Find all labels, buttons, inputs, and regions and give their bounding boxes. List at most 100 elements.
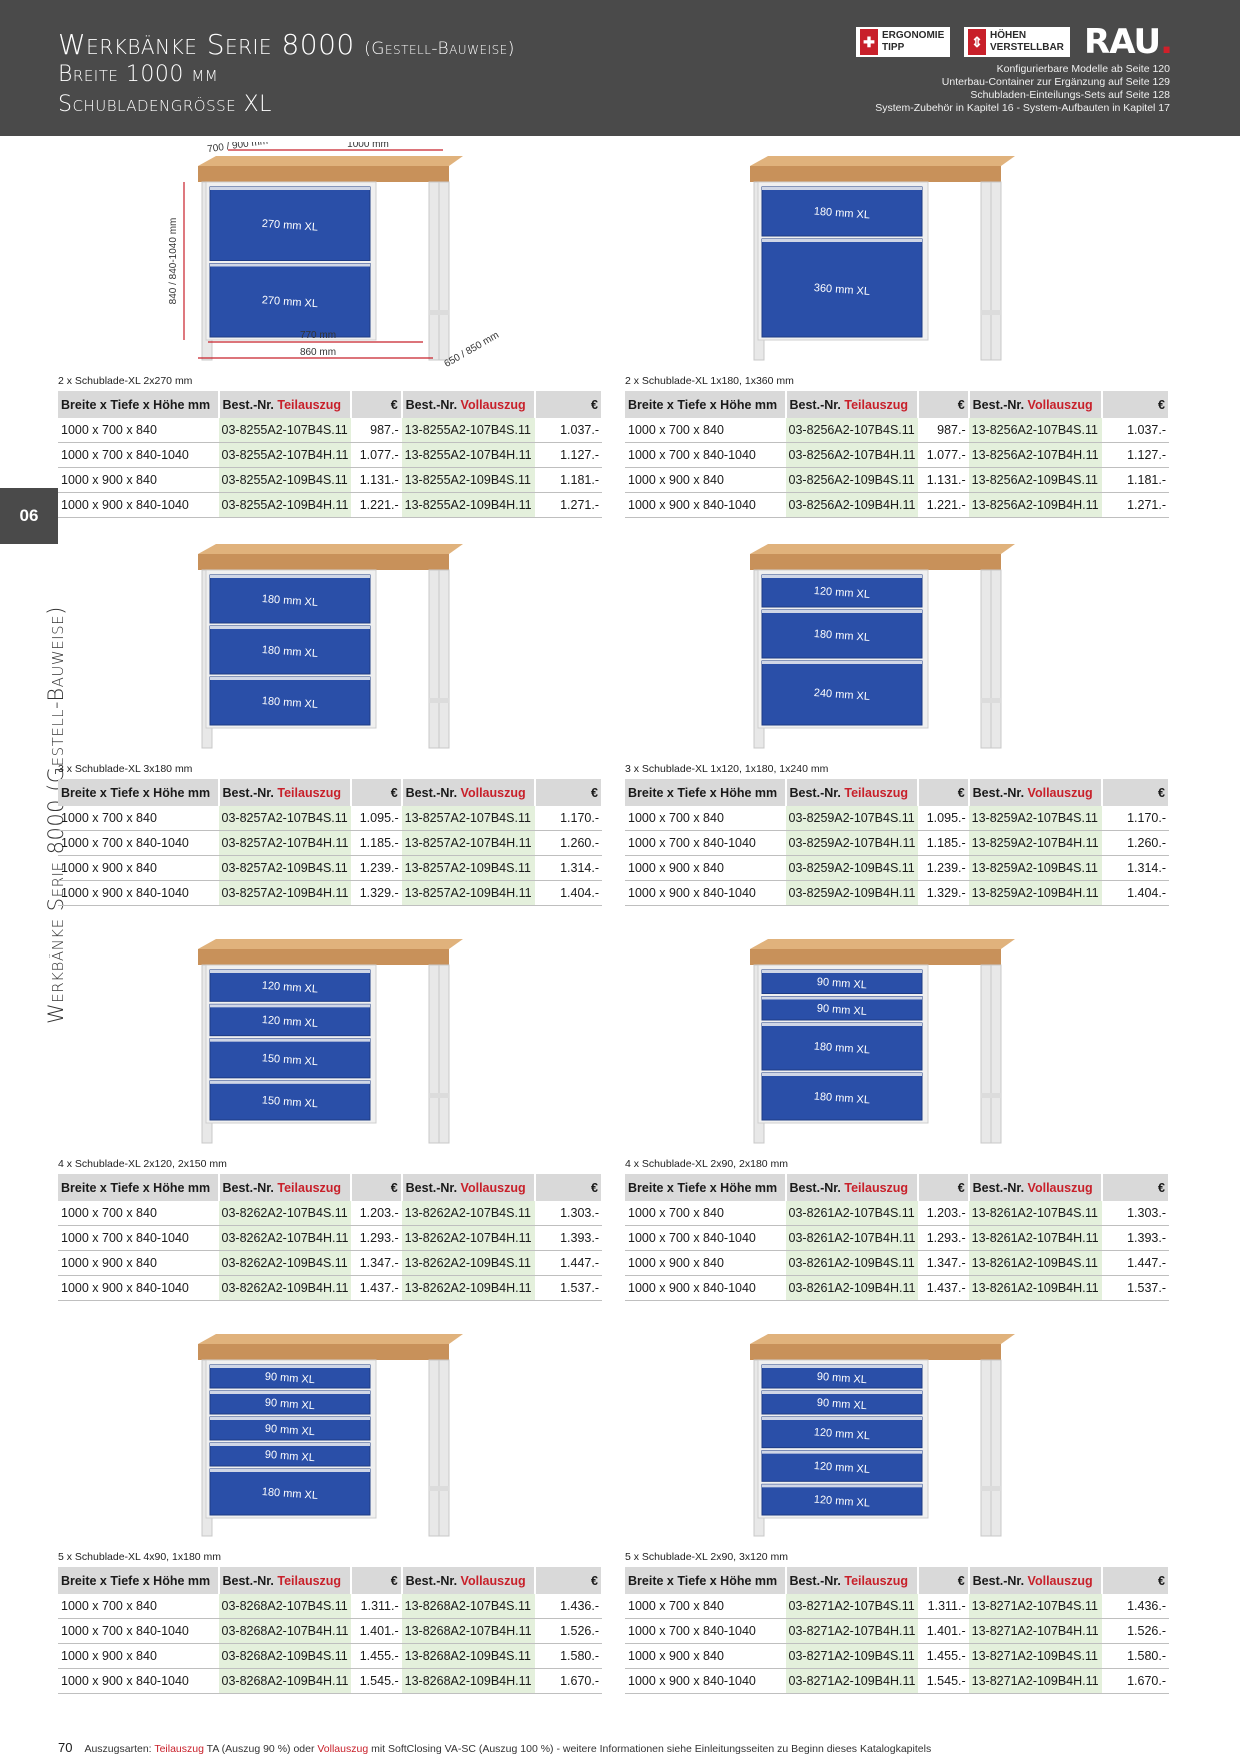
col-dimensions: Breite x Tiefe x Höhe mm — [625, 1567, 787, 1594]
drawer-front — [761, 660, 923, 726]
cell-dimensions: 1000 x 700 x 840 — [625, 418, 786, 443]
cell-order-nr-voll: 13-8259A2-107B4H.11 — [968, 830, 1102, 856]
cell-price-voll: 1.526.- — [534, 1618, 602, 1644]
frame-strut — [981, 698, 1001, 703]
cell-order-nr-teil: 03-8256A2-107B4S.11 — [785, 418, 919, 443]
page-title: Werkbänke Serie 8000 (Gestell-Bauweise) — [58, 28, 515, 61]
page-title-suffix: (Gestell-Bauweise) — [364, 39, 515, 59]
drawer-handle — [210, 1417, 370, 1420]
drawer-front — [209, 969, 371, 1002]
cell-dimensions: 1000 x 900 x 840-1040 — [58, 1275, 219, 1301]
worktop — [750, 1344, 1001, 1360]
ergonomie-badge-label: ERGONOMIE TIPP — [882, 30, 945, 53]
table-header-row: Breite x Tiefe x Höhe mm Best.-Nr. Teila… — [58, 1174, 604, 1201]
drawer-handle — [762, 187, 922, 190]
cell-order-nr-voll: 13-8255A2-109B4S.11 — [401, 467, 535, 493]
product-caption: 3 x Schublade-XL 1x120, 1x180, 1x240 mm — [625, 763, 829, 775]
drawer: 90 mm XL — [761, 1364, 923, 1389]
cell-price-teil: 1.203.- — [918, 1201, 969, 1226]
cell-order-nr-voll: 13-8256A2-107B4S.11 — [968, 418, 1102, 443]
drawer-label: 270 mm XL — [261, 294, 318, 310]
page-subtitle-width: Breite 1000 mm — [58, 62, 219, 87]
col-price-voll: € — [534, 391, 604, 418]
drawer-label: 150 mm XL — [261, 1094, 318, 1110]
cell-order-nr-voll: 13-8257A2-109B4S.11 — [401, 855, 535, 881]
cell-dimensions: 1000 x 700 x 840 — [58, 418, 219, 443]
cell-price-teil: 1.329.- — [351, 880, 402, 906]
drawer: 270 mm XL — [209, 263, 371, 338]
col-order-nr-teil: Best.-Nr. Teilauszug — [785, 391, 920, 418]
drawer-label: 150 mm XL — [261, 1052, 318, 1068]
drawer: 90 mm XL — [209, 1390, 371, 1415]
drawer: 240 mm XL — [761, 660, 923, 726]
hoehenverstellbar-badge-label: HÖHEN VERSTELLBAR — [990, 30, 1064, 53]
cell-order-nr-voll: 13-8262A2-107B4H.11 — [401, 1225, 535, 1251]
frame-leg — [990, 1359, 1002, 1537]
cell-order-nr-voll: 13-8257A2-107B4S.11 — [401, 806, 535, 831]
cell-order-nr-teil: 03-8261A2-109B4S.11 — [785, 1250, 919, 1276]
worktop-top — [198, 1334, 463, 1344]
drawer-handle — [762, 996, 922, 1000]
drawer-label: 90 mm XL — [264, 1423, 315, 1438]
drawer-label: 120 mm XL — [813, 1426, 870, 1442]
cell-price-voll: 1.037.- — [1101, 418, 1169, 443]
drawer-label: 120 mm XL — [261, 1014, 318, 1030]
cell-dimensions: 1000 x 900 x 840 — [625, 855, 786, 881]
col-price-teil: € — [351, 1567, 403, 1594]
drawer-handle — [762, 970, 922, 973]
frame-leg — [438, 181, 450, 361]
drawer-handle — [762, 1484, 922, 1488]
cell-price-voll: 1.271.- — [1101, 492, 1169, 518]
drawer-front — [761, 186, 923, 237]
cell-price-voll: 1.393.- — [534, 1225, 602, 1251]
cell-order-nr-teil: 03-8271A2-107B4H.11 — [785, 1618, 919, 1644]
price-table: Breite x Tiefe x Höhe mm Best.-Nr. Teila… — [625, 391, 1171, 518]
col-dimensions: Breite x Tiefe x Höhe mm — [625, 779, 787, 806]
cell-order-nr-teil: 03-8256A2-109B4H.11 — [785, 492, 919, 518]
cell-dimensions: 1000 x 900 x 840 — [58, 467, 219, 493]
drawer-handle — [210, 1469, 370, 1472]
drawer-label: 180 mm XL — [813, 1041, 870, 1057]
drawer-front — [209, 1080, 371, 1121]
footer-vollauszug: Vollauszug — [317, 1743, 369, 1755]
cell-price-teil: 1.293.- — [351, 1225, 402, 1251]
cell-dimensions: 1000 x 900 x 840 — [58, 855, 219, 881]
col-order-nr-teil: Best.-Nr. Teilauszug — [218, 391, 353, 418]
drawer-label: 90 mm XL — [816, 1371, 867, 1386]
cell-price-teil: 1.347.- — [918, 1250, 969, 1276]
drawer-label: 90 mm XL — [264, 1371, 315, 1386]
hoehenverstellbar-badge: ⇕ HÖHEN VERSTELLBAR — [964, 27, 1071, 57]
cell-order-nr-teil: 03-8255A2-109B4H.11 — [218, 492, 352, 518]
drawer-front — [209, 625, 371, 675]
drawer-label: 90 mm XL — [816, 1397, 867, 1412]
product-caption: 5 x Schublade-XL 4x90, 1x180 mm — [58, 1551, 222, 1563]
col-price-teil: € — [351, 1174, 403, 1201]
col-dimensions: Breite x Tiefe x Höhe mm — [625, 391, 787, 418]
drawer-front — [761, 609, 923, 659]
drawer-label: 90 mm XL — [816, 976, 867, 991]
drawer: 120 mm XL — [209, 1003, 371, 1037]
col-order-nr-teil: Best.-Nr. Teilauszug — [785, 1567, 920, 1594]
product-caption: 2 x Schublade-XL 1x180, 1x360 mm — [625, 375, 794, 387]
col-price-voll: € — [534, 1174, 604, 1201]
frame-strut — [429, 1093, 449, 1098]
drawer: 180 mm XL — [761, 1072, 923, 1121]
cell-dimensions: 1000 x 900 x 840-1040 — [58, 1668, 219, 1694]
drawer-front — [761, 1450, 923, 1482]
cell-price-teil: 1.311.- — [351, 1594, 402, 1619]
cell-price-voll: 1.447.- — [534, 1250, 602, 1276]
